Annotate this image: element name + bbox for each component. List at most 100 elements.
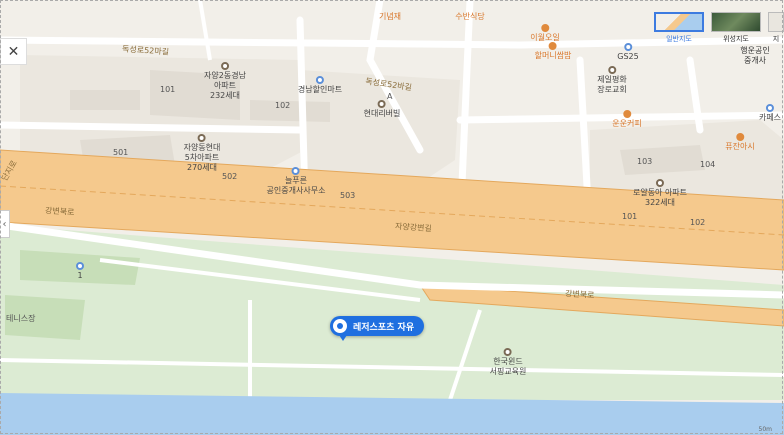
poi-sub: 장로교회 xyxy=(597,85,627,94)
poi-name: 한국윈드 xyxy=(493,357,523,366)
sports-field xyxy=(600,330,784,380)
apartment-icon xyxy=(198,134,206,142)
coffee-poi[interactable]: 운운커피 xyxy=(612,110,642,129)
poi-sub: 아파트 xyxy=(213,81,237,90)
apartment-complex-poi[interactable]: 로얄동아 아파트 322세대 xyxy=(633,179,687,208)
store-icon xyxy=(624,43,632,51)
poi-label: 기념재 xyxy=(378,12,402,21)
poi-label: 중개사 xyxy=(743,56,767,65)
poi-units: 322세대 xyxy=(645,198,675,207)
marker-label: 레저스포츠 자유 xyxy=(353,322,415,333)
map-type-label: 일반지도 xyxy=(666,35,692,43)
close-icon: ✕ xyxy=(7,43,20,60)
mart-poi[interactable]: 경남할인마트 xyxy=(298,76,342,95)
education-poi[interactable]: 한국윈드 서핑교육원 xyxy=(489,348,527,377)
poi-label: 행운공인 xyxy=(740,46,770,55)
street xyxy=(0,121,304,134)
poi-name: 공인중개사사무소 xyxy=(266,186,326,195)
cafe-poi[interactable]: 카페스 xyxy=(759,104,781,123)
cafe-poi[interactable]: 이월오일 xyxy=(530,24,560,43)
realtor-poi[interactable]: 늘푸른 공인중개사사무소 xyxy=(266,167,326,196)
building xyxy=(150,70,240,120)
terrain-map-thumbnail-icon xyxy=(768,12,784,32)
parking-poi[interactable]: 1 xyxy=(76,262,84,281)
poi-name: 로얄동아 아파트 xyxy=(632,188,688,197)
selected-place-marker[interactable]: 레저스포츠 자유 xyxy=(330,316,425,341)
poi-name: 카페스 xyxy=(758,113,782,122)
park-path xyxy=(0,358,784,377)
church-poi[interactable]: 제일평화 장로교회 xyxy=(597,66,627,95)
coffee-icon xyxy=(622,110,631,118)
poi-name: 운운커피 xyxy=(612,119,642,128)
building-number: 101 xyxy=(622,212,638,221)
poi-name: 1 xyxy=(77,271,83,280)
chevron-left-icon: ‹ xyxy=(2,218,7,230)
cafe-icon xyxy=(766,104,774,112)
normal-map-thumbnail-icon xyxy=(654,12,704,32)
building-number: 502 xyxy=(222,172,238,181)
building-number: 102 xyxy=(690,218,706,227)
poi-sub: 5차아파트 xyxy=(184,153,220,162)
riverside-road xyxy=(0,221,784,299)
map-type-label: 지 xyxy=(772,35,780,43)
apartment-complex-poi[interactable]: 자양2동경남 아파트 232세대 xyxy=(204,62,246,101)
building xyxy=(250,100,330,122)
map-type-normal[interactable]: 일반지도 xyxy=(654,12,704,44)
poi-prefix: 늘푸른 xyxy=(284,176,308,185)
expressway-label: 강변북로 xyxy=(44,205,75,218)
map-scale: 50m xyxy=(758,426,772,433)
expressway-divider xyxy=(0,185,784,236)
expressway-ramp xyxy=(419,284,784,327)
close-button[interactable]: ✕ xyxy=(0,38,27,65)
poi-name: 퓨잔아시 xyxy=(725,142,755,151)
poi-units: 232세대 xyxy=(209,91,240,100)
apartment-icon xyxy=(656,179,664,187)
building-number: 102 xyxy=(275,101,291,110)
poi-name: 제일평화 xyxy=(597,75,627,84)
villa-poi[interactable]: 현대리버빌 xyxy=(364,100,400,119)
apartment-complex-poi[interactable]: 자양동현대 5차아파트 270세대 xyxy=(183,134,221,173)
panel-collapse-handle[interactable]: ‹ xyxy=(0,210,10,238)
satellite-map-thumbnail-icon xyxy=(711,12,761,32)
park-path xyxy=(448,309,482,401)
apartment-icon xyxy=(220,62,229,70)
school-icon xyxy=(504,348,512,356)
parking-icon xyxy=(76,262,84,270)
restaurant-icon xyxy=(735,133,744,141)
poi-name: 자양2동경남 xyxy=(204,71,246,80)
building-number: 103 xyxy=(637,157,653,166)
mart-icon xyxy=(315,76,324,84)
poi-name: 자양동현대 xyxy=(183,143,221,152)
convenience-store-poi[interactable]: GS25 xyxy=(617,43,639,62)
building-number: 104 xyxy=(700,160,716,169)
building xyxy=(620,145,705,175)
facility-label: 테니스장 xyxy=(6,314,36,323)
building-number: 501 xyxy=(113,148,129,157)
restaurant-poi[interactable]: 할머니쌈밥 xyxy=(534,42,572,61)
riverside-park xyxy=(0,225,784,400)
map-type-label: 위성지도 xyxy=(723,35,749,43)
street xyxy=(0,36,784,49)
building-number: 101 xyxy=(160,85,176,94)
park-path xyxy=(99,258,421,302)
church-icon xyxy=(607,66,616,74)
poi-units: 270세대 xyxy=(187,163,217,172)
poi-name: 할머니쌈밥 xyxy=(534,51,572,60)
street-thin xyxy=(198,0,212,61)
sports-field xyxy=(5,295,85,340)
building-icon xyxy=(378,100,386,108)
poi-name: GS25 xyxy=(617,52,639,61)
poi-sub: 서핑교육원 xyxy=(489,367,527,376)
location-pin-icon xyxy=(333,319,347,333)
restaurant-poi[interactable]: 퓨잔아시 xyxy=(725,133,755,152)
map-type-satellite[interactable]: 위성지도 xyxy=(711,12,761,44)
street xyxy=(456,111,784,124)
cafe-icon xyxy=(540,24,549,32)
street xyxy=(366,0,424,154)
map-label: A xyxy=(387,92,393,101)
map-type-other[interactable]: 지 xyxy=(768,12,784,44)
street xyxy=(686,56,704,134)
poi-name: 이월오일 xyxy=(530,33,560,42)
